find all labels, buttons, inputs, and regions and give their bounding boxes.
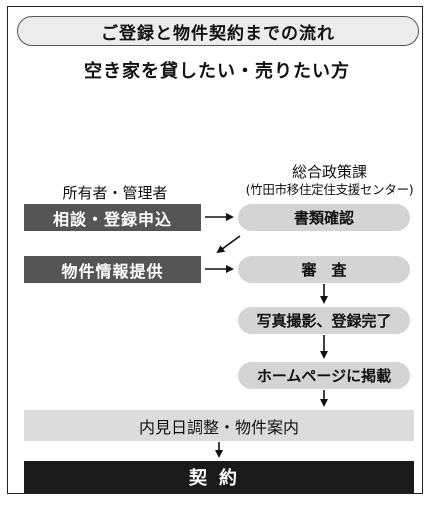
step-property-info-box: 物件情報提供 <box>24 256 201 283</box>
diagram-subtitle: 空き家を貸したい・売りたい方 <box>84 61 350 82</box>
city-department-label: 総合政策課 <box>291 163 367 181</box>
step-contract-box: 契約 <box>24 461 414 493</box>
step-review-pill: 審 査 <box>238 256 410 283</box>
city-center-label: (竹田市移住定住支援センター) <box>245 182 414 197</box>
arrow-docs-to-property-info <box>216 235 241 254</box>
step-consult-box: 相談・登録申込 <box>24 204 201 231</box>
city-column-header: 総合政策課 (竹田市移住定住支援センター) <box>232 163 427 199</box>
step-viewing-box: 内見日調整・物件案内 <box>24 410 414 441</box>
owner-column-header: 所有者・管理者 <box>62 184 168 202</box>
step-docs-pill: 書類確認 <box>238 204 410 231</box>
step-web-pill: ホームページに掲載 <box>238 362 410 389</box>
diagram-title: ご登録と物件契約までの流れ <box>17 16 419 46</box>
step-photo-pill: 写真撮影、登録完了 <box>238 307 410 334</box>
